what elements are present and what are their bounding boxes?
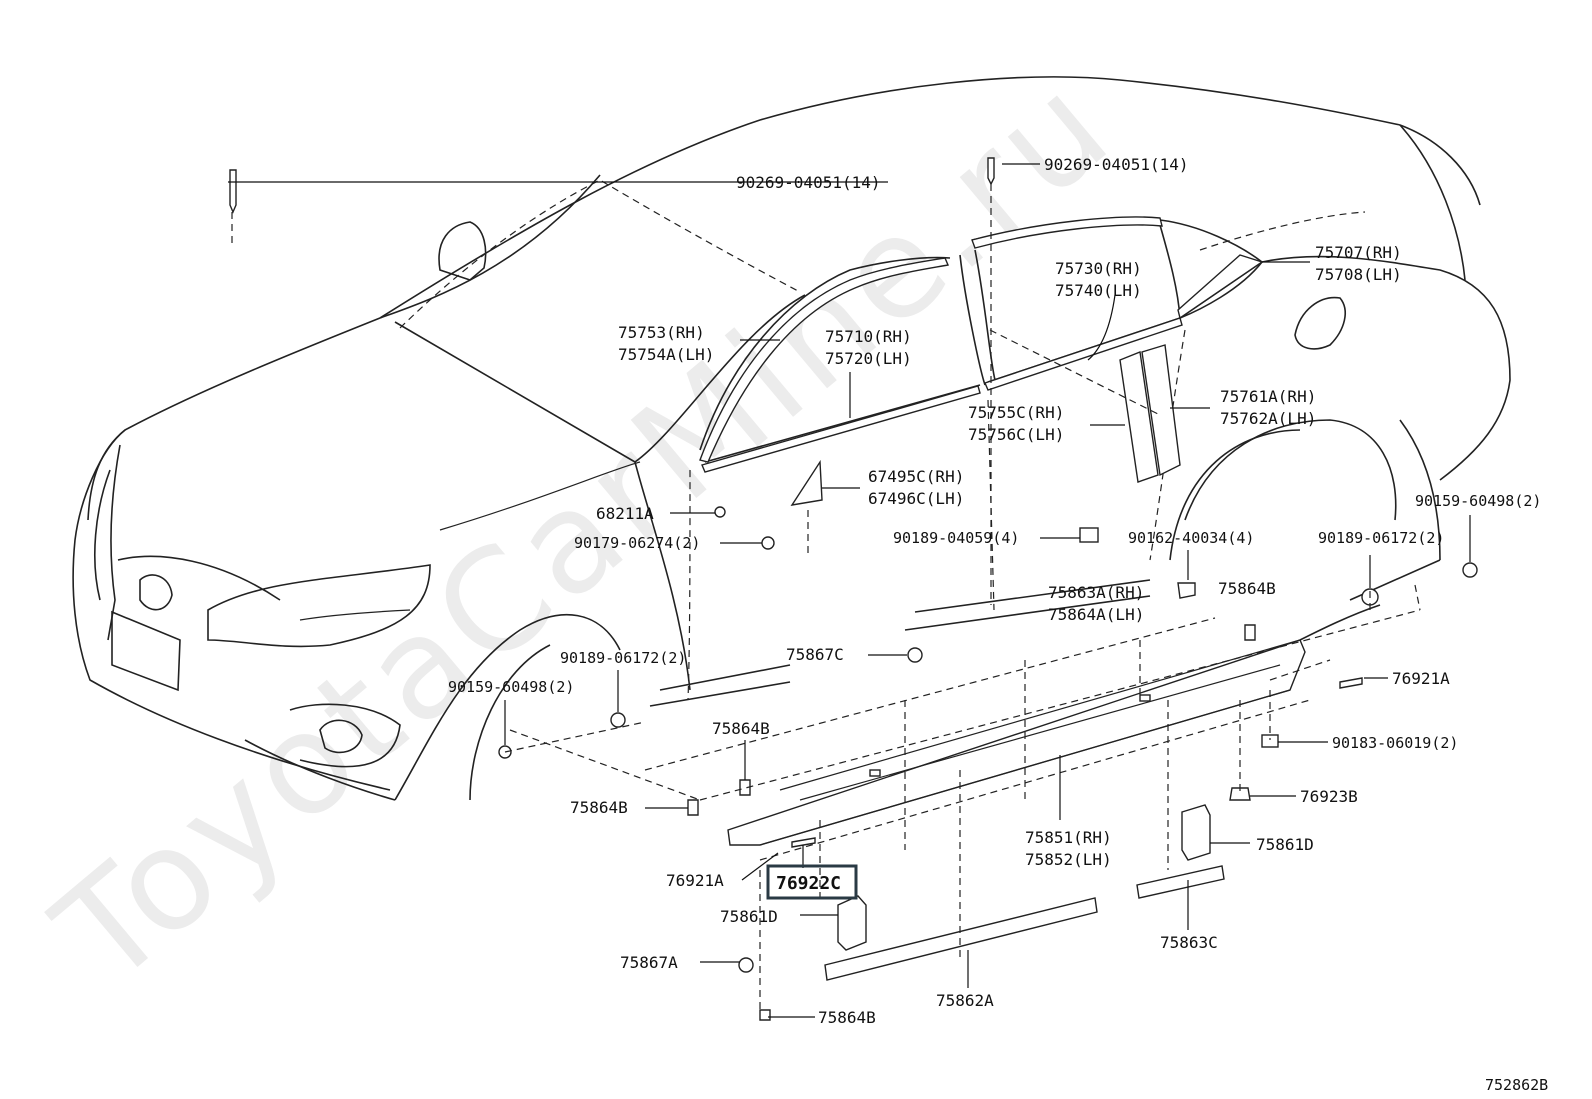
label-76922C[interactable]: 76922C: [776, 873, 841, 894]
label-75863A[interactable]: 75863A(RH): [1048, 583, 1144, 602]
part-labels: 90269-04051(14) 90269-04051(14) 75707(RH…: [448, 155, 1548, 1094]
label-90162[interactable]: 90162-40034(4): [1128, 529, 1254, 547]
diagram-id: 752862B: [1485, 1076, 1548, 1094]
label-75864B-mid[interactable]: 75864B: [712, 719, 770, 738]
label-75867A[interactable]: 75867A: [620, 953, 678, 972]
label-75852[interactable]: 75852(LH): [1025, 850, 1112, 869]
label-90269-left[interactable]: 90269-04051(14): [736, 173, 881, 192]
label-75864B-bottom[interactable]: 75864B: [818, 1008, 876, 1027]
label-90269-right[interactable]: 90269-04051(14): [1044, 155, 1189, 174]
label-67496C[interactable]: 67496C(LH): [868, 489, 964, 508]
label-67495C[interactable]: 67495C(RH): [868, 467, 964, 486]
label-75861D-right[interactable]: 75861D: [1256, 835, 1314, 854]
label-90189-06172-left[interactable]: 90189-06172(2): [560, 649, 686, 667]
label-75730[interactable]: 75730(RH): [1055, 259, 1142, 278]
highlight-box: [766, 864, 858, 900]
label-75867C[interactable]: 75867C: [786, 645, 844, 664]
assembly-guides: [231, 184, 1421, 1010]
label-75762A[interactable]: 75762A(LH): [1220, 409, 1316, 428]
label-75861D-left[interactable]: 75861D: [720, 907, 778, 926]
label-90189-04059[interactable]: 90189-04059(4): [893, 529, 1019, 547]
label-75755C[interactable]: 75755C(RH): [968, 403, 1064, 422]
label-75708[interactable]: 75708(LH): [1315, 265, 1402, 284]
label-75862A[interactable]: 75862A: [936, 991, 994, 1010]
label-75720[interactable]: 75720(LH): [825, 349, 912, 368]
label-75864B-left[interactable]: 75864B: [570, 798, 628, 817]
label-75863C[interactable]: 75863C: [1160, 933, 1218, 952]
leader-lines: [228, 163, 1471, 1018]
label-76923B[interactable]: 76923B: [1300, 787, 1358, 806]
label-68211A[interactable]: 68211A: [596, 504, 654, 523]
label-75864A[interactable]: 75864A(LH): [1048, 605, 1144, 624]
label-75740[interactable]: 75740(LH): [1055, 281, 1142, 300]
fasteners: [229, 157, 1478, 1021]
label-75761A[interactable]: 75761A(RH): [1220, 387, 1316, 406]
label-75851[interactable]: 75851(RH): [1025, 828, 1112, 847]
label-90179[interactable]: 90179-06274(2): [574, 534, 700, 552]
label-75707[interactable]: 75707(RH): [1315, 243, 1402, 262]
label-75753[interactable]: 75753(RH): [618, 323, 705, 342]
label-75710[interactable]: 75710(RH): [825, 327, 912, 346]
label-90189-06172-right[interactable]: 90189-06172(2): [1318, 529, 1444, 547]
label-90183[interactable]: 90183-06019(2): [1332, 734, 1458, 752]
label-76921A-left[interactable]: 76921A: [666, 871, 724, 890]
label-75756C[interactable]: 75756C(LH): [968, 425, 1064, 444]
label-90159-left[interactable]: 90159-60498(2): [448, 678, 574, 696]
label-76921A-right[interactable]: 76921A: [1392, 669, 1450, 688]
window-mouldings: [699, 216, 1264, 506]
label-75754A[interactable]: 75754A(LH): [618, 345, 714, 364]
label-90159-right[interactable]: 90159-60498(2): [1415, 492, 1541, 510]
label-75864B-top[interactable]: 75864B: [1218, 579, 1276, 598]
rocker-moulding: [727, 639, 1306, 981]
